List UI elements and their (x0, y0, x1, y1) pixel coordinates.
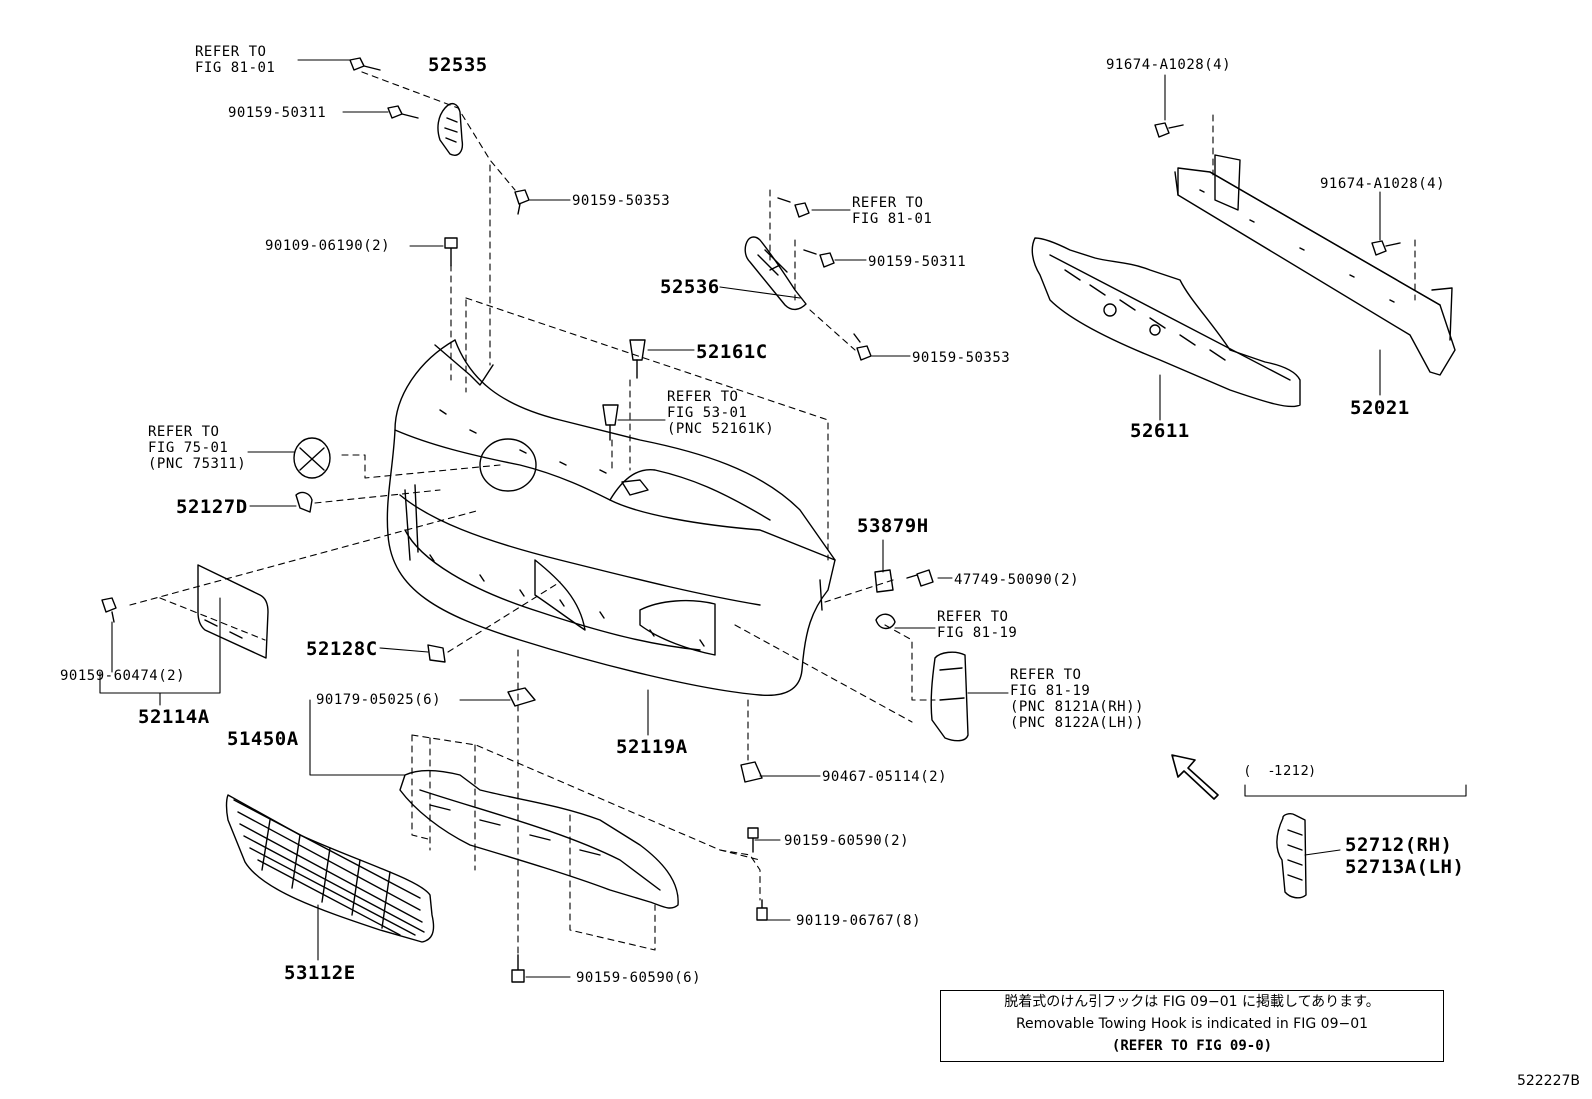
guide-lines (129, 71, 1416, 956)
energy-absorber-drawing (1031, 237, 1301, 408)
license-bracket-drawing (197, 564, 269, 659)
part-52712-label: 52712(RH) 52713A(LH) (1345, 834, 1465, 878)
note-line-refer: (REFER TO FIG 09-0) (1111, 1038, 1273, 1054)
part-52611-label: 52611 (1130, 420, 1190, 442)
part-53112e-label: 53112E (284, 962, 356, 984)
leader-lines (99, 59, 1467, 978)
part-52127d-label: 52127D (176, 496, 248, 518)
note-line-english: Removable Towing Hook is indicated in FI… (1015, 1016, 1369, 1032)
refer-fig-81-19-a-label: REFER TO FIG 81-19 (937, 609, 1018, 641)
part-47749-50090-label: 47749-50090(2) (954, 572, 1080, 588)
part-90159-50353-b-label: 90159-50353 (912, 350, 1011, 366)
reflector-drawing (930, 651, 969, 742)
refer-fig-75-01-label: REFER TO FIG 75-01 (PNC 75311) (148, 424, 247, 472)
part-90159-60590-2-label: 90159-60590(2) (784, 833, 910, 849)
part-91674-a1028-a-label: 91674-A1028(4) (1106, 57, 1232, 73)
part-90467-05114-label: 90467-05114(2) (822, 769, 948, 785)
refer-fig-81-01-top-label: REFER TO FIG 81-01 (195, 44, 276, 76)
part-90159-50311-b-label: 90159-50311 (868, 254, 967, 270)
towing-hook-note: 脱着式のけん引フックは FIG 09−01 に掲載してあります。 Removab… (940, 990, 1444, 1062)
part-52114a-label: 52114A (138, 706, 210, 728)
reinforcement-drawing (1174, 154, 1456, 376)
part-52128c-label: 52128C (306, 638, 378, 660)
bumper-cover-drawing (386, 339, 836, 697)
date-range-label: ( -1212) (1245, 764, 1315, 779)
fasteners (101, 57, 1401, 983)
bracket-drawings (437, 102, 807, 311)
part-90119-06767-label: 90119-06767(8) (796, 913, 922, 929)
part-52021-label: 52021 (1350, 397, 1410, 419)
part-52536-label: 52536 (660, 276, 720, 298)
refer-fig-81-19-b-label: REFER TO FIG 81-19 (PNC 8121A(RH)) (PNC … (1010, 667, 1144, 731)
grille-drawing (225, 794, 435, 943)
illustration-code: 522227B (1516, 1073, 1580, 1089)
part-52535-label: 52535 (428, 54, 488, 76)
part-90159-60474-label: 90159-60474(2) (60, 668, 186, 684)
small-parts (293, 339, 896, 783)
part-52119a-label: 52119A (616, 736, 688, 758)
part-90159-50353-a-label: 90159-50353 (572, 193, 671, 209)
part-91674-a1028-b-label: 91674-A1028(4) (1320, 176, 1446, 192)
part-52161c-label: 52161C (696, 341, 768, 363)
side-grille-drawing (1276, 813, 1307, 899)
note-line-japanese: 脱着式のけん引フックは FIG 09−01 に掲載してあります。 (1004, 994, 1380, 1010)
under-cover-drawing (399, 769, 679, 909)
part-90179-05025-label: 90179-05025(6) (316, 692, 442, 708)
part-90109-06190-label: 90109-06190(2) (265, 238, 391, 254)
direction-arrow (1171, 754, 1219, 800)
refer-fig-53-01-label: REFER TO FIG 53-01 (PNC 52161K) (667, 389, 775, 437)
part-90159-60590-6-label: 90159-60590(6) (576, 970, 702, 986)
part-53879h-label: 53879H (857, 515, 929, 537)
part-90159-50311-a-label: 90159-50311 (228, 105, 327, 121)
part-51450a-label: 51450A (227, 728, 299, 750)
refer-fig-81-01-mid-label: REFER TO FIG 81-01 (852, 195, 933, 227)
